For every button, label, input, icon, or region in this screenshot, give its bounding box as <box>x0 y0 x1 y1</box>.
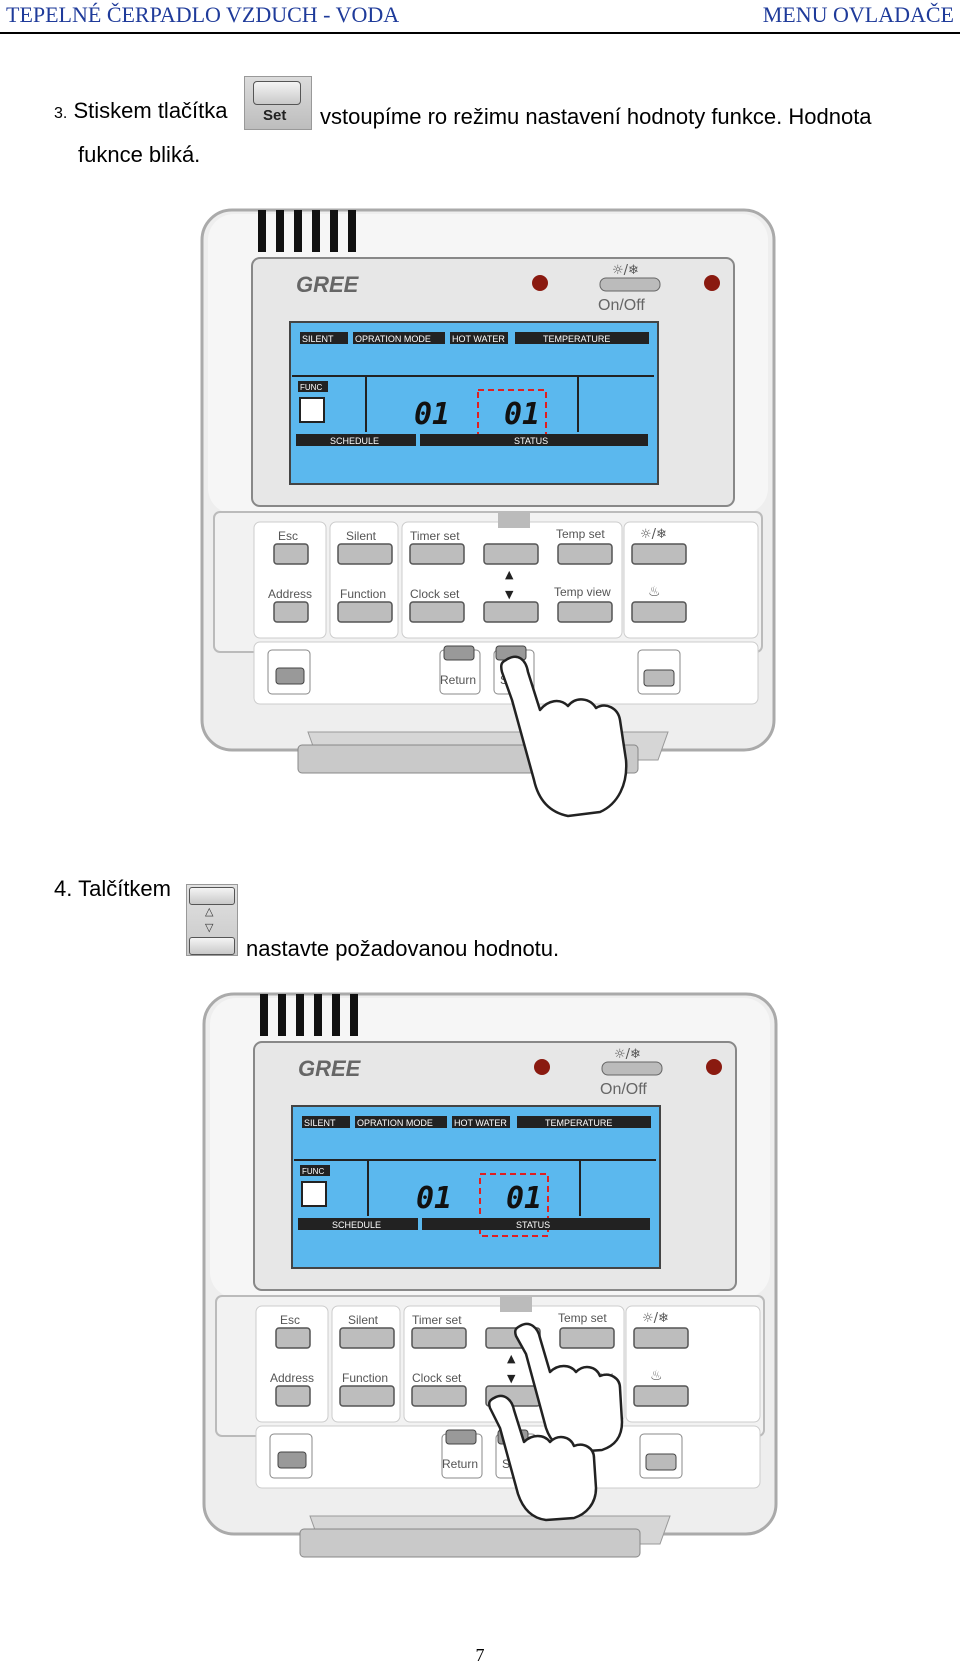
arrow-down-1: ▼ <box>505 588 514 601</box>
btn-label-tempset-2: Temp set <box>558 1311 607 1325</box>
set-key-image: Set <box>244 76 312 130</box>
lcd-tag-hotwater-1: HOT WATER <box>452 334 505 344</box>
lcd-status-1: STATUS <box>514 436 548 446</box>
btn-label-timerset-2: Timer set <box>412 1313 462 1327</box>
lcd-tag-silent-1: SILENT <box>302 334 334 344</box>
onoff-label-1: On/Off <box>598 297 645 314</box>
up-down-key-image: △ ▽ <box>186 884 238 956</box>
lcd-schedule-1: SCHEDULE <box>330 436 379 446</box>
btn-label-mode-1: ☼/❄ <box>640 527 667 542</box>
page-header: TEPELNÉ ČERPADLO VZDUCH - VODA MENU OVLA… <box>0 0 960 34</box>
header-title-left: TEPELNÉ ČERPADLO VZDUCH - VODA <box>6 2 400 27</box>
brand-logo-2: GREE <box>298 1056 362 1081</box>
down-triangle-icon: ▽ <box>205 922 214 934</box>
lcd-tag-hotwater-2: HOT WATER <box>454 1118 507 1128</box>
btn-label-silent-2: Silent <box>348 1313 379 1327</box>
step-4-number: 4. <box>54 876 73 901</box>
lcd-tag-mode-2: OPRATION MODE <box>357 1118 433 1128</box>
btn-label-mode-2: ☼/❄ <box>642 1311 669 1326</box>
arrow-down-2: ▼ <box>507 1372 516 1385</box>
btn-label-esc-2: Esc <box>280 1313 300 1327</box>
lcd-digits-left-2: 01 <box>416 1181 452 1216</box>
btn-label-function-1: Function <box>340 587 386 601</box>
btn-label-address-2: Address <box>270 1371 314 1385</box>
mode-glyph-1: ☼/❄ <box>612 263 639 278</box>
btn-label-hotwater-2: ♨ <box>650 1368 663 1384</box>
set-key-label: Set <box>263 107 287 124</box>
arrow-up-2: ▲ <box>507 1352 516 1365</box>
btn-label-address-1: Address <box>268 587 312 601</box>
lcd-digits-right-2: 01 <box>506 1181 542 1216</box>
arrow-up-1: ▲ <box>505 568 514 581</box>
lcd-tag-mode-1: OPRATION MODE <box>355 334 431 344</box>
btn-label-timerset-1: Timer set <box>410 529 460 543</box>
remote-controller-illustration-2: GREE ☼/❄ On/Off SILENT OPRATION MODE HOT… <box>190 984 790 1614</box>
step-3-pre: Stiskem tlačítka <box>73 98 228 123</box>
lcd-schedule-2: SCHEDULE <box>332 1220 381 1230</box>
step-3-number: 3. <box>54 105 68 122</box>
btn-label-return-1: Return <box>440 673 476 687</box>
btn-label-clockset-1: Clock set <box>410 587 460 601</box>
remote-controller-illustration-1: GREE ☼/❄ On/Off SILENT OPRATION MODE HOT… <box>188 200 788 830</box>
btn-label-return-2: Return <box>442 1457 478 1471</box>
onoff-label-2: On/Off <box>600 1081 647 1098</box>
btn-label-tempview-1: Temp view <box>554 585 611 599</box>
btn-label-function-2: Function <box>342 1371 388 1385</box>
lcd-digits-left-1: 01 <box>414 397 450 432</box>
lcd-func-tag-2: FUNC <box>302 1167 324 1176</box>
page-number: 7 <box>475 1645 485 1665</box>
header-title-right: MENU OVLADAČE <box>762 2 954 27</box>
btn-label-clockset-2: Clock set <box>412 1371 462 1385</box>
btn-label-hotwater-1: ♨ <box>648 584 661 600</box>
lcd-tag-temp-1: TEMPERATURE <box>543 334 610 344</box>
btn-label-tempset-1: Temp set <box>556 527 605 541</box>
step-4-pre: Talčítkem <box>78 876 171 901</box>
step-3-line2: fuknce bliká. <box>78 142 201 167</box>
lcd-tag-temp-2: TEMPERATURE <box>545 1118 612 1128</box>
lcd-digits-right-1: 01 <box>504 397 540 432</box>
btn-label-silent-1: Silent <box>346 529 377 543</box>
step-4-text: 4. Talčítkem <box>54 876 171 902</box>
brand-logo-1: GREE <box>296 272 360 297</box>
mode-glyph-2: ☼/❄ <box>614 1047 641 1062</box>
step-3-text: 3. Stiskem tlačítka <box>54 98 228 124</box>
lcd-status-2: STATUS <box>516 1220 550 1230</box>
step-4-post: nastavte požadovanou hodnotu. <box>246 936 560 961</box>
lcd-tag-silent-2: SILENT <box>304 1118 336 1128</box>
up-triangle-icon: △ <box>205 906 214 918</box>
btn-label-esc-1: Esc <box>278 529 298 543</box>
step-3-post: vstoupíme ro režimu nastavení hodnoty fu… <box>320 104 872 129</box>
lcd-func-tag-1: FUNC <box>300 383 322 392</box>
